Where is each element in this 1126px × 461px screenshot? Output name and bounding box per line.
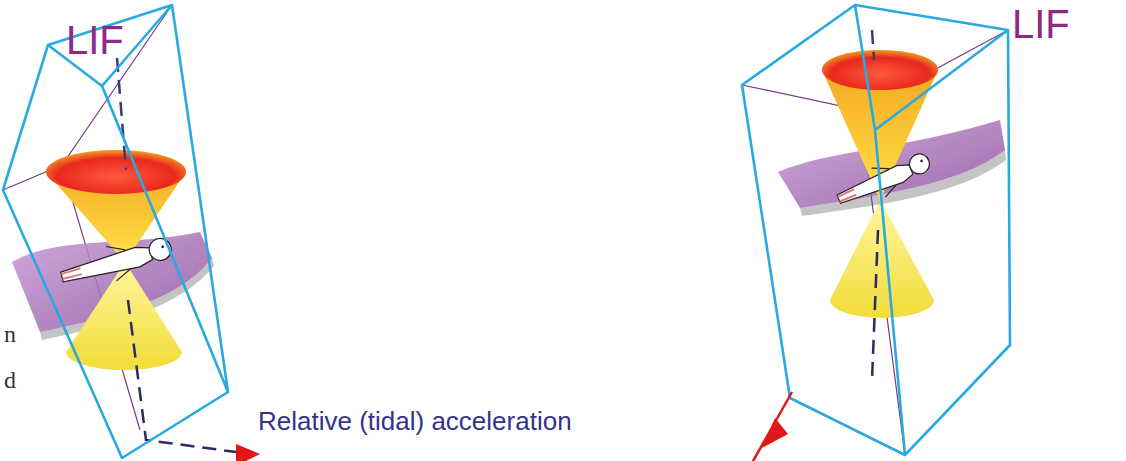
cut-text: d (4, 368, 16, 392)
frame-label: LIF (1012, 4, 1070, 44)
caption-label: Relative (tidal) acceleration (258, 408, 572, 434)
arrow-head (762, 418, 788, 448)
right-frame (742, 5, 1010, 461)
frame-box (742, 5, 1010, 455)
arrow-head (236, 444, 260, 461)
cone-rim (822, 50, 938, 90)
frame-label: LIF (66, 20, 124, 60)
cone-rim (46, 150, 186, 194)
future-cone (46, 150, 186, 262)
observer-figure (833, 147, 936, 213)
cut-text: n (4, 322, 16, 346)
observer-figure (57, 231, 175, 293)
left-frame (3, 5, 260, 461)
frame-box (3, 5, 228, 458)
